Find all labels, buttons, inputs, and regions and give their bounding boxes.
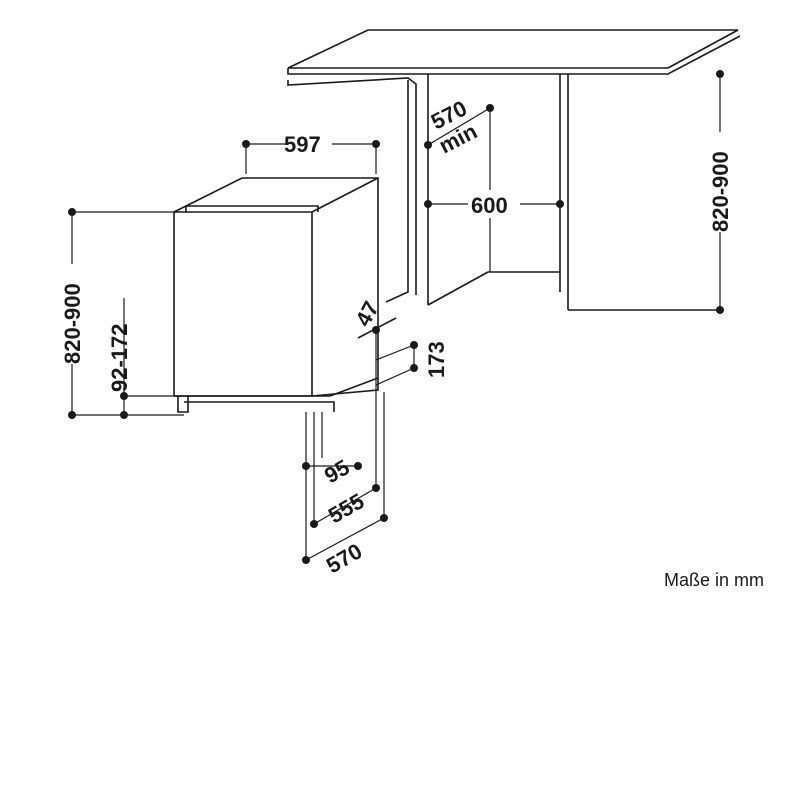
dim-height-left — [58, 208, 184, 419]
width-top-label: 597 — [284, 132, 321, 157]
foot-depth-label: 95 — [320, 454, 354, 488]
height-right-label: 820-900 — [708, 151, 733, 232]
body-depth-label: 555 — [324, 488, 368, 528]
foot-height-label: 173 — [424, 341, 449, 378]
dim-depth-min — [424, 104, 494, 149]
height-left-label: 820-900 — [60, 283, 85, 364]
niche-width-label: 600 — [471, 193, 508, 218]
dim-width-top — [242, 128, 380, 174]
dim-niche-width — [424, 190, 564, 218]
door-gap-label: 47 — [350, 297, 384, 330]
dishwasher-body — [173, 177, 397, 413]
dim-total-depth — [302, 514, 388, 564]
dim-height-right — [706, 70, 734, 314]
units-note: Maße in mm — [664, 570, 765, 590]
extension-lines — [305, 392, 385, 560]
cabinet-niche — [287, 74, 720, 311]
dim-foot-height — [375, 341, 418, 386]
total-depth-label: 570 — [322, 538, 366, 578]
plinth-height-label: 92-172 — [107, 323, 132, 392]
countertop — [287, 29, 741, 75]
dim-plinth-height — [120, 298, 174, 419]
dim-foot-depth — [302, 462, 362, 470]
dim-body-depth — [310, 484, 380, 528]
dim-door-gap — [372, 326, 380, 392]
